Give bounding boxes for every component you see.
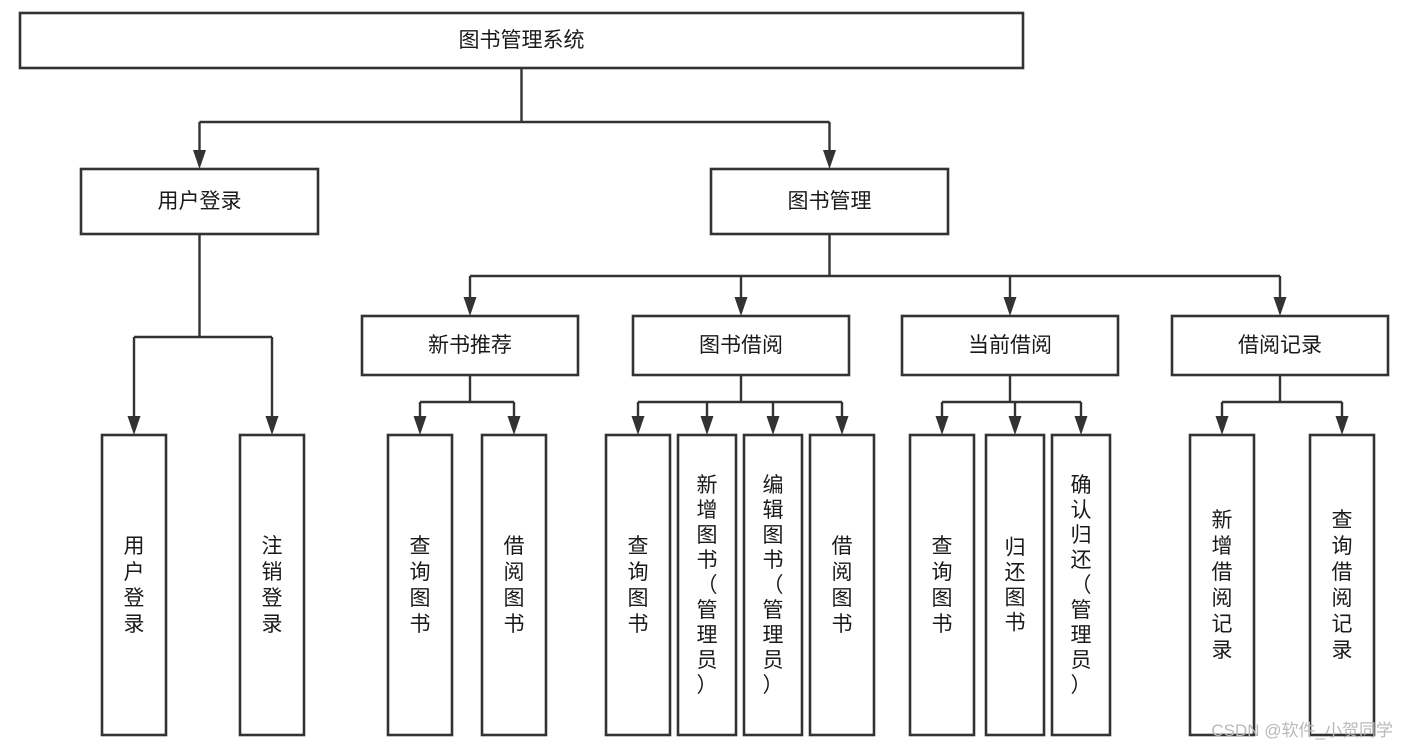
- node-label: 图书管理: [788, 190, 872, 213]
- node-label: 编辑图书（管理员）: [763, 474, 784, 697]
- node-root-root[interactable]: 图书管理系统: [18, 11, 1025, 70]
- node-leaf-query-record[interactable]: 查询借阅记录: [1308, 433, 1376, 737]
- node-label: 用户登录: [158, 190, 242, 213]
- node-current-borrow[interactable]: 当前借阅: [900, 314, 1120, 377]
- node-leaf-add-record[interactable]: 新增借阅记录: [1188, 433, 1256, 737]
- node-label: 新增图书（管理员）: [697, 474, 718, 697]
- arrow-head-icon: [631, 416, 645, 435]
- arrow-head-icon: [1273, 297, 1287, 316]
- node-leaf-query-book-borrow[interactable]: 查询图书: [604, 433, 672, 737]
- node-book-management[interactable]: 图书管理: [709, 167, 950, 236]
- arrow-head-icon: [1215, 416, 1229, 435]
- arrow-head-icon: [700, 416, 714, 435]
- arrow-head-icon: [127, 416, 141, 435]
- arrow-head-icon: [935, 416, 949, 435]
- node-label: 查询借阅记录: [1332, 509, 1353, 662]
- arrow-head-icon: [413, 416, 427, 435]
- node-leaf-logout[interactable]: 注销登录: [238, 433, 306, 737]
- node-label: 用户登录: [124, 535, 145, 636]
- node-leaf-query-book-current[interactable]: 查询图书: [908, 433, 976, 737]
- arrow-head-icon: [835, 416, 849, 435]
- arrow-head-icon: [766, 416, 780, 435]
- node-label: 新增借阅记录: [1212, 509, 1233, 662]
- node-leaf-add-book[interactable]: 新增图书（管理员）: [676, 433, 738, 737]
- arrow-head-icon: [193, 150, 206, 169]
- node-label: 查询图书: [932, 535, 953, 636]
- node-label: 注销登录: [262, 535, 283, 636]
- node-user-login[interactable]: 用户登录: [79, 167, 320, 236]
- node-leaf-query-book-recommend[interactable]: 查询图书: [386, 433, 454, 737]
- node-label: 图书借阅: [699, 334, 783, 357]
- node-leaf-user-login[interactable]: 用户登录: [100, 433, 168, 737]
- arrow-head-icon: [1074, 416, 1088, 435]
- arrow-head-icon: [1003, 297, 1017, 316]
- arrow-head-icon: [734, 297, 748, 316]
- arrow-head-icon: [1335, 416, 1349, 435]
- node-borrow-record[interactable]: 借阅记录: [1170, 314, 1390, 377]
- node-leaf-confirm-return[interactable]: 确认归还（管理员）: [1050, 433, 1112, 737]
- node-leaf-return-book[interactable]: 归还图书: [984, 433, 1046, 737]
- node-label: 查询图书: [410, 535, 431, 636]
- node-book-borrow[interactable]: 图书借阅: [631, 314, 851, 377]
- node-label: 当前借阅: [968, 334, 1052, 357]
- node-leaf-borrow-book-recommend[interactable]: 借阅图书: [480, 433, 548, 737]
- arrow-head-icon: [265, 416, 279, 435]
- node-label: 借阅记录: [1238, 334, 1322, 357]
- node-leaf-edit-book[interactable]: 编辑图书（管理员）: [742, 433, 804, 737]
- connector-layer: [127, 68, 1349, 435]
- node-label: 图书管理系统: [459, 29, 585, 52]
- arrow-head-icon: [823, 150, 836, 169]
- node-layer: 图书管理系统用户登录图书管理新书推荐图书借阅当前借阅借阅记录用户登录注销登录查询…: [18, 11, 1390, 737]
- node-label: 新书推荐: [428, 334, 512, 357]
- node-label: 查询图书: [628, 535, 649, 636]
- node-label: 借阅图书: [832, 535, 853, 636]
- node-new-book-recommend[interactable]: 新书推荐: [360, 314, 580, 377]
- node-leaf-borrow-book[interactable]: 借阅图书: [808, 433, 876, 737]
- node-label: 归还图书: [1005, 536, 1026, 634]
- arrow-head-icon: [463, 297, 477, 316]
- arrow-head-icon: [1008, 416, 1022, 435]
- node-label: 借阅图书: [504, 535, 525, 636]
- node-label: 确认归还（管理员）: [1071, 474, 1092, 697]
- arrow-head-icon: [507, 416, 521, 435]
